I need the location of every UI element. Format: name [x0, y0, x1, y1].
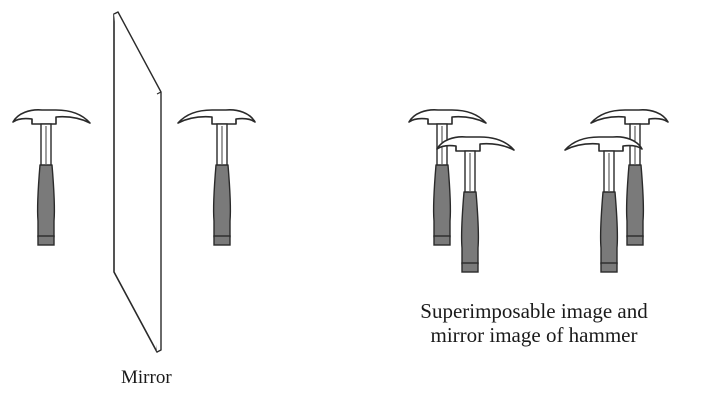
superimposed-hammer-pair-right-icon [565, 110, 668, 272]
superimposed-caption: Superimposable image and mirror image of… [364, 299, 704, 347]
superimposed-hammer-pair-left-icon [409, 110, 514, 272]
hammer-original-icon [13, 110, 90, 245]
superimposed-caption-line-2: mirror image of hammer [364, 323, 704, 347]
mirror-plane [114, 12, 161, 352]
hammer-mirror-image-icon [178, 110, 255, 245]
superimposed-caption-line-1: Superimposable image and [364, 299, 704, 323]
mirror-label: Mirror [121, 367, 172, 389]
